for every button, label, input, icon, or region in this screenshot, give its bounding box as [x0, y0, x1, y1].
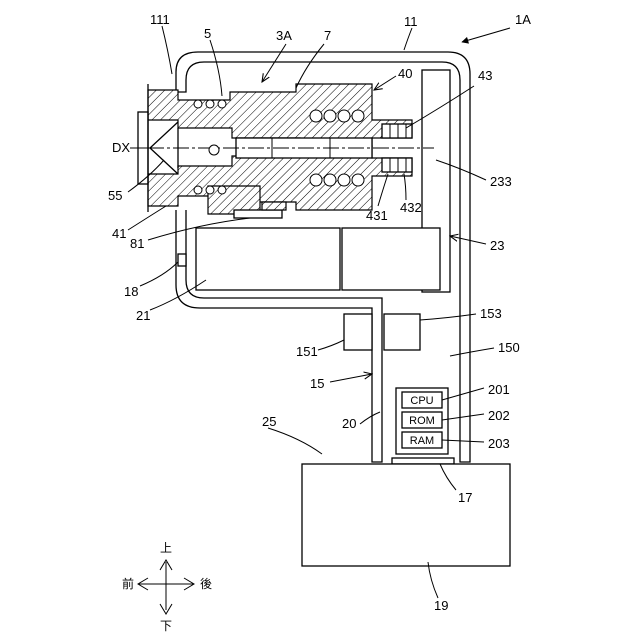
direction-back: 後 — [200, 577, 212, 591]
rom-label: ROM — [409, 415, 435, 427]
label-41: 41 — [112, 226, 126, 241]
label-151: 151 — [296, 344, 318, 359]
label-23: 23 — [490, 238, 504, 253]
label-43: 43 — [478, 68, 492, 83]
label-7: 7 — [324, 28, 331, 43]
label-18: 18 — [124, 284, 138, 299]
label-150: 150 — [498, 340, 520, 355]
direction-down: 下 — [160, 619, 172, 633]
label-233: 233 — [490, 174, 512, 189]
control-unit: CPU ROM RAM — [344, 314, 448, 454]
label-111: 111 — [150, 12, 170, 27]
label-432: 432 — [400, 200, 422, 215]
label-17: 17 — [458, 490, 472, 505]
label-1A: 1A — [515, 12, 531, 27]
component-151 — [344, 314, 372, 350]
label-19: 19 — [434, 598, 448, 613]
label-DX: DX — [112, 140, 130, 155]
label-15: 15 — [310, 376, 324, 391]
label-5: 5 — [204, 26, 211, 41]
switch-18 — [178, 254, 186, 266]
label-153: 153 — [480, 306, 502, 321]
battery — [302, 458, 510, 566]
spindle-assembly — [138, 84, 434, 218]
label-25: 25 — [262, 414, 276, 429]
label-81: 81 — [130, 236, 144, 251]
component-153 — [384, 314, 420, 350]
ram-label: RAM — [410, 435, 434, 447]
battery-19 — [302, 464, 510, 566]
direction-front: 前 — [122, 576, 134, 591]
label-201: 201 — [488, 382, 510, 397]
label-40: 40 — [398, 66, 412, 81]
direction-up: 上 — [160, 541, 172, 555]
label-431: 431 — [366, 208, 388, 223]
label-21: 21 — [136, 308, 150, 323]
label-3A: 3A — [276, 28, 292, 43]
label-203: 203 — [488, 436, 510, 451]
terminal-17 — [392, 458, 454, 464]
label-20: 20 — [342, 416, 356, 431]
label-202: 202 — [488, 408, 510, 423]
label-11: 11 — [404, 14, 418, 29]
direction-compass: 上 下 前 後 — [122, 541, 212, 633]
label-55: 55 — [108, 188, 122, 203]
cpu-label: CPU — [410, 395, 433, 407]
